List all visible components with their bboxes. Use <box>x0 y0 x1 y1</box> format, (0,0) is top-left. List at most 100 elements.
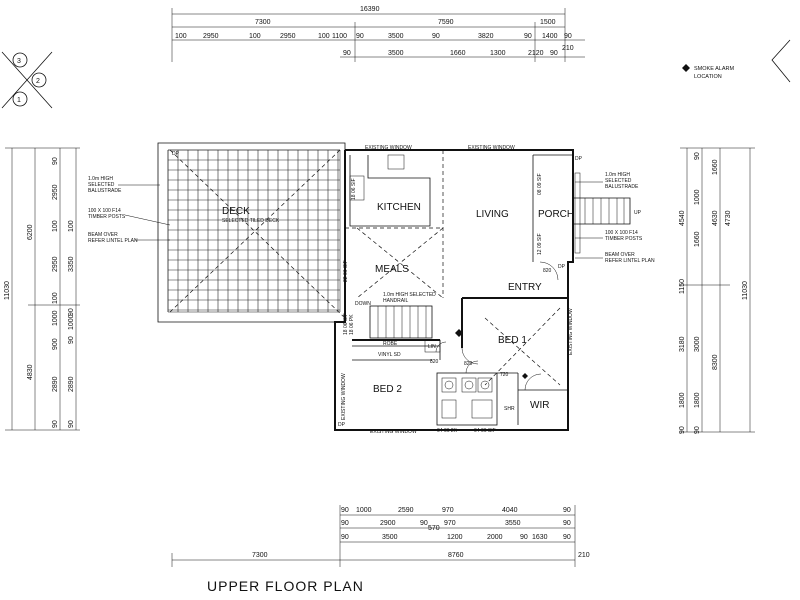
dim-top-row2-0: 100 <box>175 33 187 40</box>
note-balustrade-1: 1.0m HIGH <box>88 176 113 182</box>
compass-label-1: 1 <box>17 97 21 104</box>
deck-tile-grid <box>167 149 340 312</box>
dp-label-right: DP <box>558 264 566 270</box>
stair-window-1: 18 06 SIF <box>343 313 349 335</box>
room-labels: KITCHEN LIVING PORCH MEALS ENTRY BED 1 B… <box>373 202 574 412</box>
window-left: EXISTING WINDOW <box>341 373 347 420</box>
dim-left-col2-5: 1000 <box>52 310 59 326</box>
bottom-dimension-lines: 90 1000 2590 970 4040 90 90 2900 90 570 … <box>171 505 590 567</box>
dp-label-bottom: DP <box>338 422 346 428</box>
room-label-lin: LIN <box>428 344 436 350</box>
room-label-shr: SHR <box>504 406 515 412</box>
dim-right-col2-4: 3180 <box>679 336 686 352</box>
dim-top-row1-1: 7590 <box>438 19 454 26</box>
dim-bot-row1-2: 2590 <box>398 507 414 514</box>
dim-top-row2-3: 2950 <box>280 33 296 40</box>
porch-stair-treads <box>584 198 625 224</box>
dim-bot-row1-0: 90 <box>341 507 349 514</box>
note-balustrade-3: BALUSTRADE <box>88 188 122 194</box>
note-r-posts-1: 100 X 100 F14 <box>605 230 638 236</box>
dim-bot-row2-5: 3550 <box>505 520 521 527</box>
right-callouts: 1.0m HIGH SELECTED BALUSTRADE 100 X 100 … <box>575 172 655 264</box>
dim-bot-row3-4: 90 <box>520 534 528 541</box>
dim-bot-row1-1: 1000 <box>356 507 372 514</box>
legend-line2: LOCATION <box>694 74 722 80</box>
dim-right-col3-0: 1660 <box>712 159 719 175</box>
dim-top-row2-11: 1400 <box>542 33 558 40</box>
dim-top-row3-4: 2120 <box>528 50 544 57</box>
room-label-deck: DECK <box>222 206 250 217</box>
smoke-alarm-marker-1 <box>455 329 463 337</box>
dim-left-col2-6: 900 <box>52 338 59 350</box>
note-beam-1: BEAM OVER <box>88 232 118 238</box>
window-v-porch-2: 12 09 SIF <box>537 233 543 255</box>
deck-surface-note: SELECTED TILED DECK <box>222 218 280 224</box>
dim-right-col2-2: 1660 <box>694 231 701 247</box>
handrail-note-1: 1.0m HIGH SELECTED <box>383 292 436 298</box>
legend-line1: SMOKE ALARM <box>694 66 734 72</box>
dim-left-col3-5: 2890 <box>68 376 75 392</box>
floor-finish-note: VINYL SD <box>378 352 401 358</box>
dim-bot-row2-2: 90 <box>420 520 428 527</box>
dim-top-row2-5: 1100 <box>332 33 347 40</box>
dim-top-row3-2: 1660 <box>450 50 466 57</box>
compass-label-2: 2 <box>36 78 40 85</box>
up-label: UP <box>634 210 642 216</box>
dim-left-col3-3: 1000 <box>68 314 75 330</box>
dim-left-col3-0: 100 <box>68 220 75 232</box>
dim-right-col1-1: 1150 <box>679 279 686 294</box>
note-r-posts-2: TIMBER POSTS <box>605 236 643 242</box>
deck-area: DECK SELECTED TILED DECK DP <box>157 142 346 323</box>
handrail-note-2: HANDRAIL <box>383 298 409 304</box>
dim-top-row3-5: 90 <box>550 50 558 57</box>
note-posts-1: 100 X 100 F14 <box>88 208 121 214</box>
room-label-entry: ENTRY <box>508 282 542 293</box>
note-beam-2: REFER LINTEL PLAN <box>88 238 138 244</box>
window-pos-2: 04 06 SIF <box>474 428 496 434</box>
room-label-robe: ROBE <box>383 341 398 347</box>
smoke-alarm-legend: SMOKE ALARM LOCATION <box>682 64 734 80</box>
dim-left-col3-6: 90 <box>68 420 75 428</box>
dim-bot-row2-4: 970 <box>444 520 456 527</box>
window-right: EXISTING WINDOW <box>568 308 574 355</box>
room-label-kitchen: KITCHEN <box>377 202 421 213</box>
dim-top-row2-8: 90 <box>432 33 440 40</box>
dim-right-col2-0: 90 <box>694 152 701 160</box>
dim-top-row1-2: 1500 <box>540 19 556 26</box>
dim-left-col3-2: 90 <box>68 308 75 316</box>
room-label-living: LIVING <box>476 209 509 220</box>
dim-bot-row2-3: 570 <box>428 525 440 532</box>
door-size-entry: 820 <box>543 268 552 274</box>
dim-top-row3-1: 3500 <box>388 50 404 57</box>
room-label-bed1: BED 1 <box>498 335 527 346</box>
dim-bot-row1-4: 4040 <box>502 507 518 514</box>
right-dimension-lines: 11030 4540 1150 8300 90 1000 1660 4630 3… <box>679 147 755 434</box>
dim-right-col1-0: 4540 <box>679 210 686 226</box>
dim-bot-overall-right: 8760 <box>448 552 464 559</box>
dim-top-row2-2: 100 <box>249 33 261 40</box>
smoke-alarm-marker-2 <box>522 373 528 379</box>
dim-left-col1-0: 6200 <box>27 224 34 240</box>
dim-right-col1-2: 8300 <box>712 354 719 370</box>
dim-bot-row1-3: 970 <box>442 507 454 514</box>
dim-top-row2-4: 100 <box>318 33 330 40</box>
left-callouts: 1.0m HIGH SELECTED BALUSTRADE 100 X 100 … <box>88 176 171 244</box>
dim-left-overall: 11030 <box>4 281 11 300</box>
dim-top-row2-7: 3500 <box>388 33 404 40</box>
dim-right-col3-2: 3000 <box>694 336 701 352</box>
note-r-balustrade-1: 1.0m HIGH <box>605 172 630 178</box>
compass-label-3: 3 <box>17 58 21 65</box>
top-dimension-lines: 16390 7300 7590 1500 100 2950 100 2950 1… <box>171 6 585 62</box>
dim-top-row3-6: 210 <box>562 45 574 52</box>
dim-bot-overall-left: 7300 <box>252 552 268 559</box>
dim-bot-row3-0: 90 <box>341 534 349 541</box>
dim-bot-row3-5: 1630 <box>532 534 548 541</box>
house-walls: UP DP <box>334 149 642 431</box>
dim-left-col3-1: 3350 <box>68 256 75 272</box>
dim-left-col2-7: 2890 <box>52 376 59 392</box>
dim-top-row2-6: 90 <box>356 33 364 40</box>
dim-right-col2-5: 1800 <box>679 392 686 408</box>
room-label-bed2: BED 2 <box>373 384 402 395</box>
window-v-meals: 22 06 SIF <box>343 260 349 282</box>
